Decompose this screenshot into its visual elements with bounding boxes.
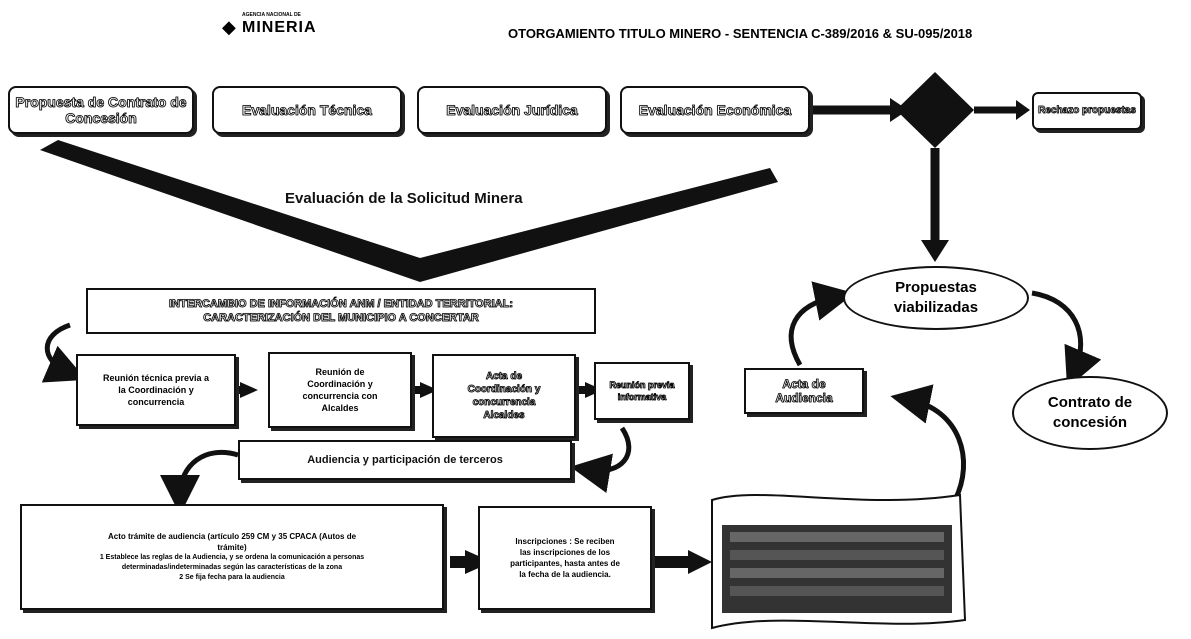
- logo-diamond-icon: ◆: [222, 17, 236, 37]
- funnel-shape: [40, 140, 778, 282]
- logo-small-text: AGENCIA NACIONAL DE: [242, 12, 301, 18]
- logo: ◆ AGENCIA NACIONAL DE MINERIA: [222, 10, 352, 40]
- curve-arrow-acta: [788, 281, 855, 367]
- box-propuesta-contrato: Propuesta de Contrato de Concesión: [8, 86, 194, 134]
- box-rechazo-propuestas: Rechazo propuestas: [1032, 92, 1142, 130]
- box-evaluacion-tecnica: Evaluación Técnica: [212, 86, 402, 134]
- curve-arrow-contrato: [1031, 290, 1102, 389]
- box-acta-audiencia: Acta de Audiencia: [744, 368, 864, 414]
- curve-arrow-right: [570, 426, 632, 494]
- logo-main-text: MINERIA: [242, 19, 317, 36]
- curve-arrow-down: [160, 449, 239, 515]
- box-reunion-tecnica: Reunión técnica previa a la Coordinación…: [76, 354, 236, 426]
- evaluacion-solicitud-label: Evaluación de la Solicitud Minera: [285, 190, 523, 207]
- curve-arrow-left: [41, 322, 87, 383]
- acto-tramite-title: Acto trámite de audiencia (artículo 259 …: [107, 532, 357, 552]
- ellipse-contrato-concesion: Contrato de concesión: [1012, 376, 1168, 450]
- acto-tramite-line1: 1 Establece las reglas de la Audiencia, …: [99, 554, 365, 571]
- box-reunion-coordinacion: Reunión de Coordinación y concurrencia c…: [268, 352, 412, 428]
- box-audiencia-participacion: Audiencia y participación de terceros: [238, 440, 572, 480]
- box-acta-coordinacion: Acta de Coordinación y concurrencia Alca…: [432, 354, 576, 438]
- curve-arrow-up: [890, 384, 967, 502]
- box-acto-tramite: Acto trámite de audiencia (artículo 259 …: [20, 504, 444, 610]
- box-evaluacion-economica: Evaluación Económica: [620, 86, 810, 134]
- decision-diamond: [896, 72, 974, 148]
- box-inscripciones: Inscripciones : Se reciben las inscripci…: [478, 506, 652, 610]
- acto-tramite-line2: 2 Se fija fecha para la audiencia: [179, 574, 285, 581]
- ellipse-propuestas-viabilizadas: Propuestas viabilizadas: [843, 266, 1029, 330]
- box-intercambio-informacion: INTERCAMBIO DE INFORMACIÓN ANM / ENTIDAD…: [86, 288, 596, 334]
- box-evaluacion-juridica: Evaluación Jurídica: [417, 86, 607, 134]
- box-reunion-previa: Reunión previa informativa: [594, 362, 690, 420]
- page-title: OTORGAMIENTO TITULO MINERO - SENTENCIA C…: [508, 26, 973, 41]
